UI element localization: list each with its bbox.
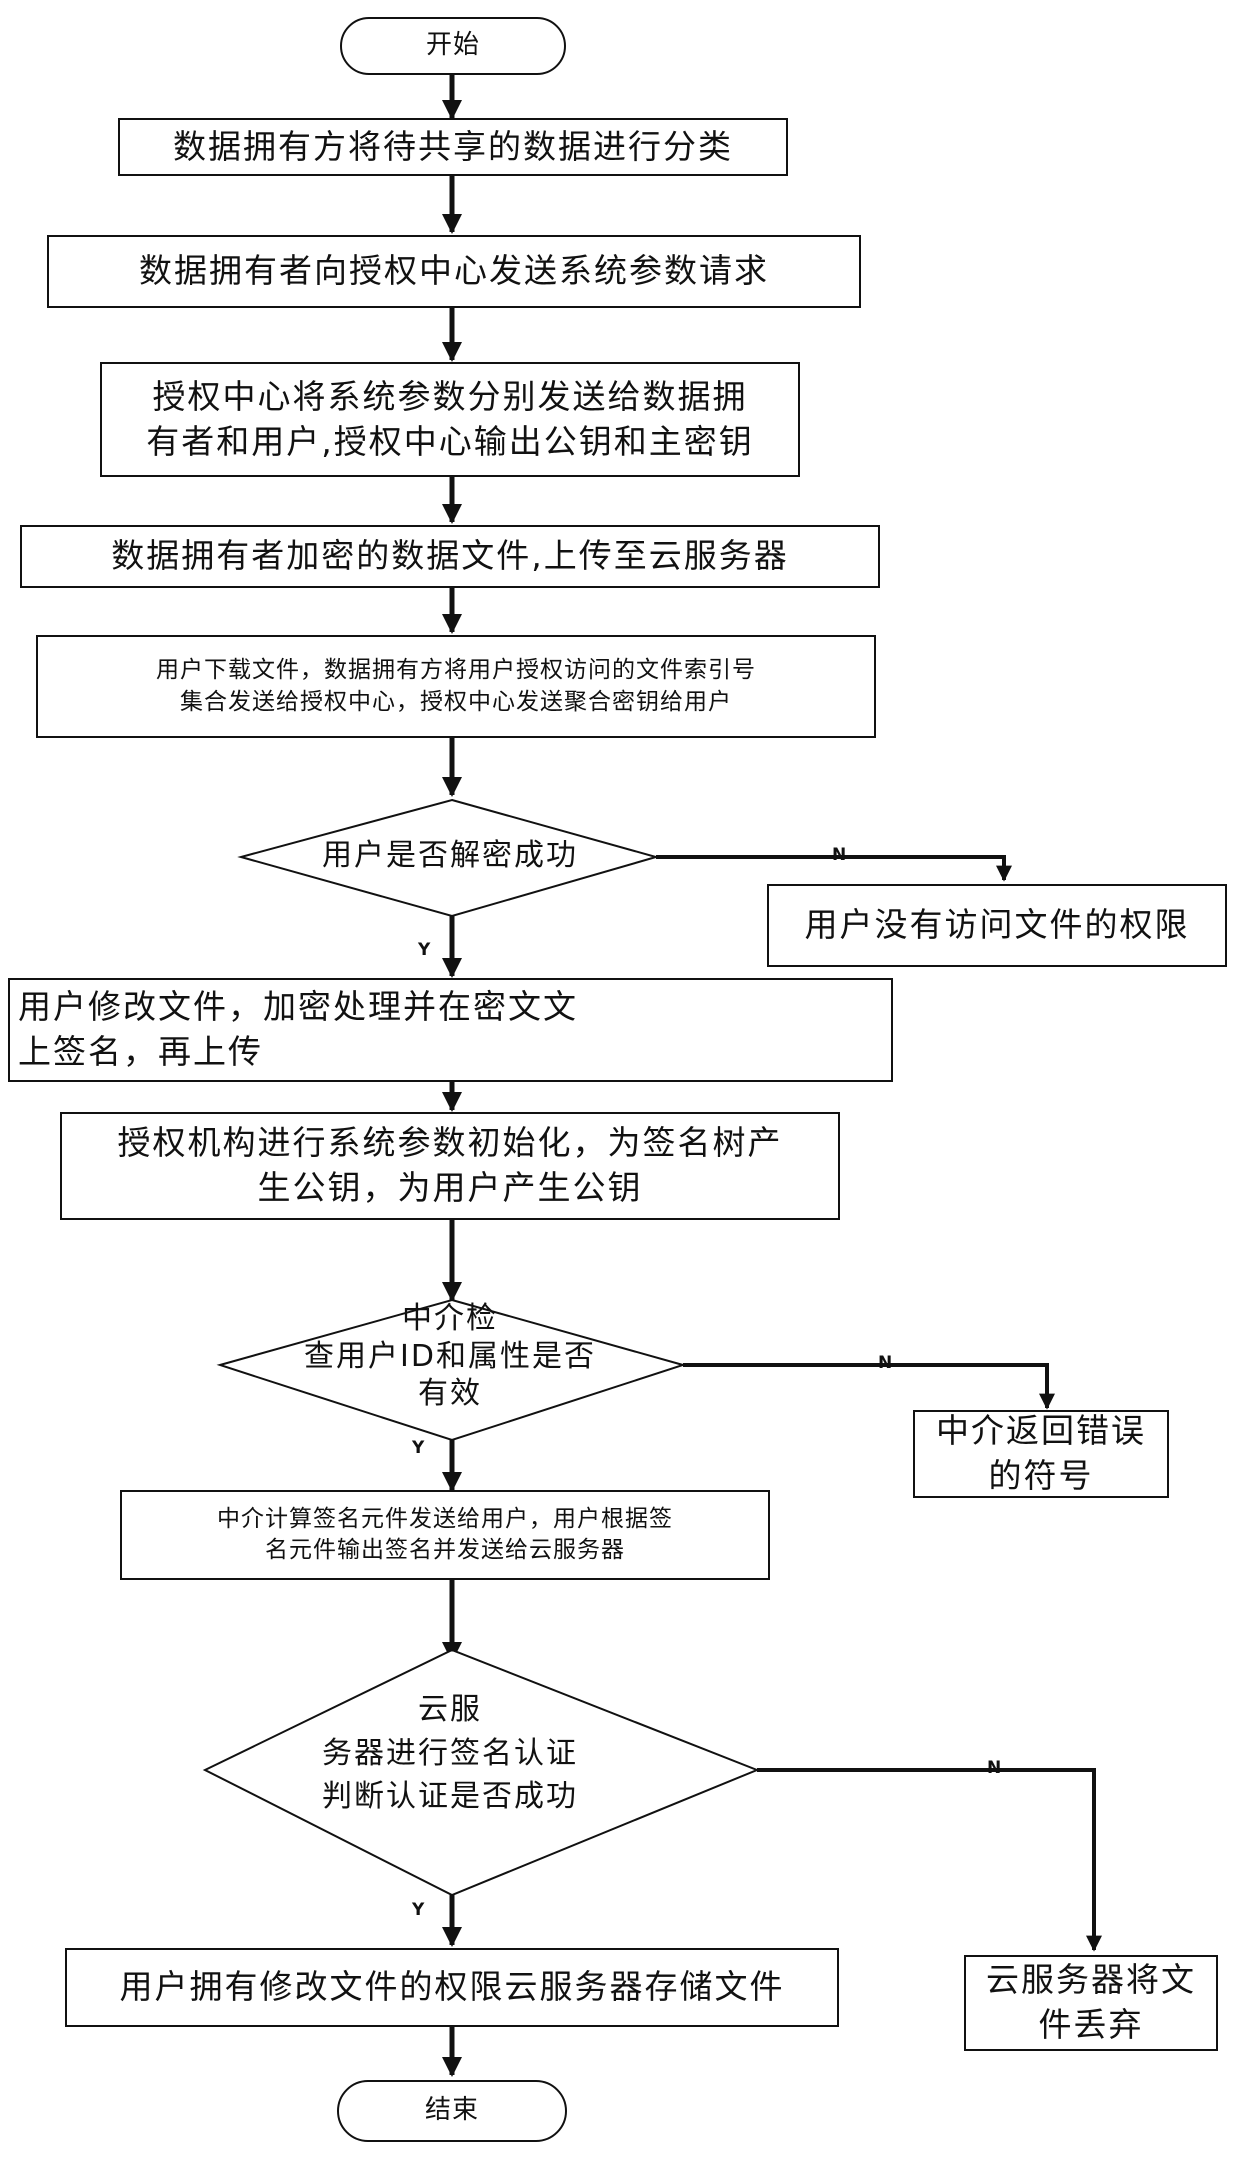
distribute-params-box: 授权中心将系统参数分别发送给数据拥 有者和用户,授权中心输出公钥和主密钥	[100, 362, 800, 477]
no-access-box: 用户没有访问文件的权限	[767, 884, 1227, 967]
edge-label-yes-3: Y	[412, 1900, 425, 1920]
edge-label-no-2: N	[878, 1353, 893, 1373]
request-params-box: 数据拥有者向授权中心发送系统参数请求	[47, 235, 861, 308]
decision-check-label: 中介检 查用户ID和属性是否 有效	[304, 1301, 596, 1411]
edge-decision1-noaccess	[656, 855, 1012, 882]
edge-decision3-discard	[757, 1768, 1102, 1952]
end-terminal: 结束	[337, 2080, 567, 2142]
decision-check-shape	[216, 1298, 687, 1442]
encrypt-upload-box: 数据拥有者加密的数据文件,上传至云服务器	[20, 525, 880, 588]
edge-decision2-error	[683, 1363, 1055, 1410]
modify-sign-box: 用户修改文件，加密处理并在密文文 上签名，再上传	[8, 978, 893, 1082]
store-box: 用户拥有修改文件的权限云服务器存储文件	[65, 1948, 839, 2027]
decision-verify-shape	[202, 1648, 760, 1897]
auth-init-box: 授权机构进行系统参数初始化，为签名树产 生公钥，为用户产生公钥	[60, 1112, 840, 1220]
decision-decrypt-label: 用户是否解密成功	[322, 838, 578, 873]
start-terminal: 开始	[340, 17, 566, 75]
return-error-box: 中介返回错误 的符号	[913, 1410, 1169, 1498]
classify-box: 数据拥有方将待共享的数据进行分类	[118, 118, 788, 176]
compute-signature-box: 中介计算签名元件发送给用户，用户根据签 名元件输出签名并发送给云服务器	[120, 1490, 770, 1580]
edge-label-yes-1: Y	[418, 940, 431, 960]
edge-label-no-3: N	[987, 1758, 1002, 1778]
edge-label-yes-2: Y	[412, 1438, 425, 1458]
decision-verify-label: 云服 务器进行签名认证 判断认证是否成功	[322, 1692, 578, 1814]
download-aggregate-box: 用户下载文件，数据拥有方将用户授权访问的文件索引号 集合发送给授权中心，授权中心…	[36, 635, 876, 738]
edge-label-no-1: N	[832, 845, 847, 865]
decision-decrypt-shape	[237, 798, 660, 918]
discard-box: 云服务器将文 件丢弃	[964, 1955, 1218, 2051]
